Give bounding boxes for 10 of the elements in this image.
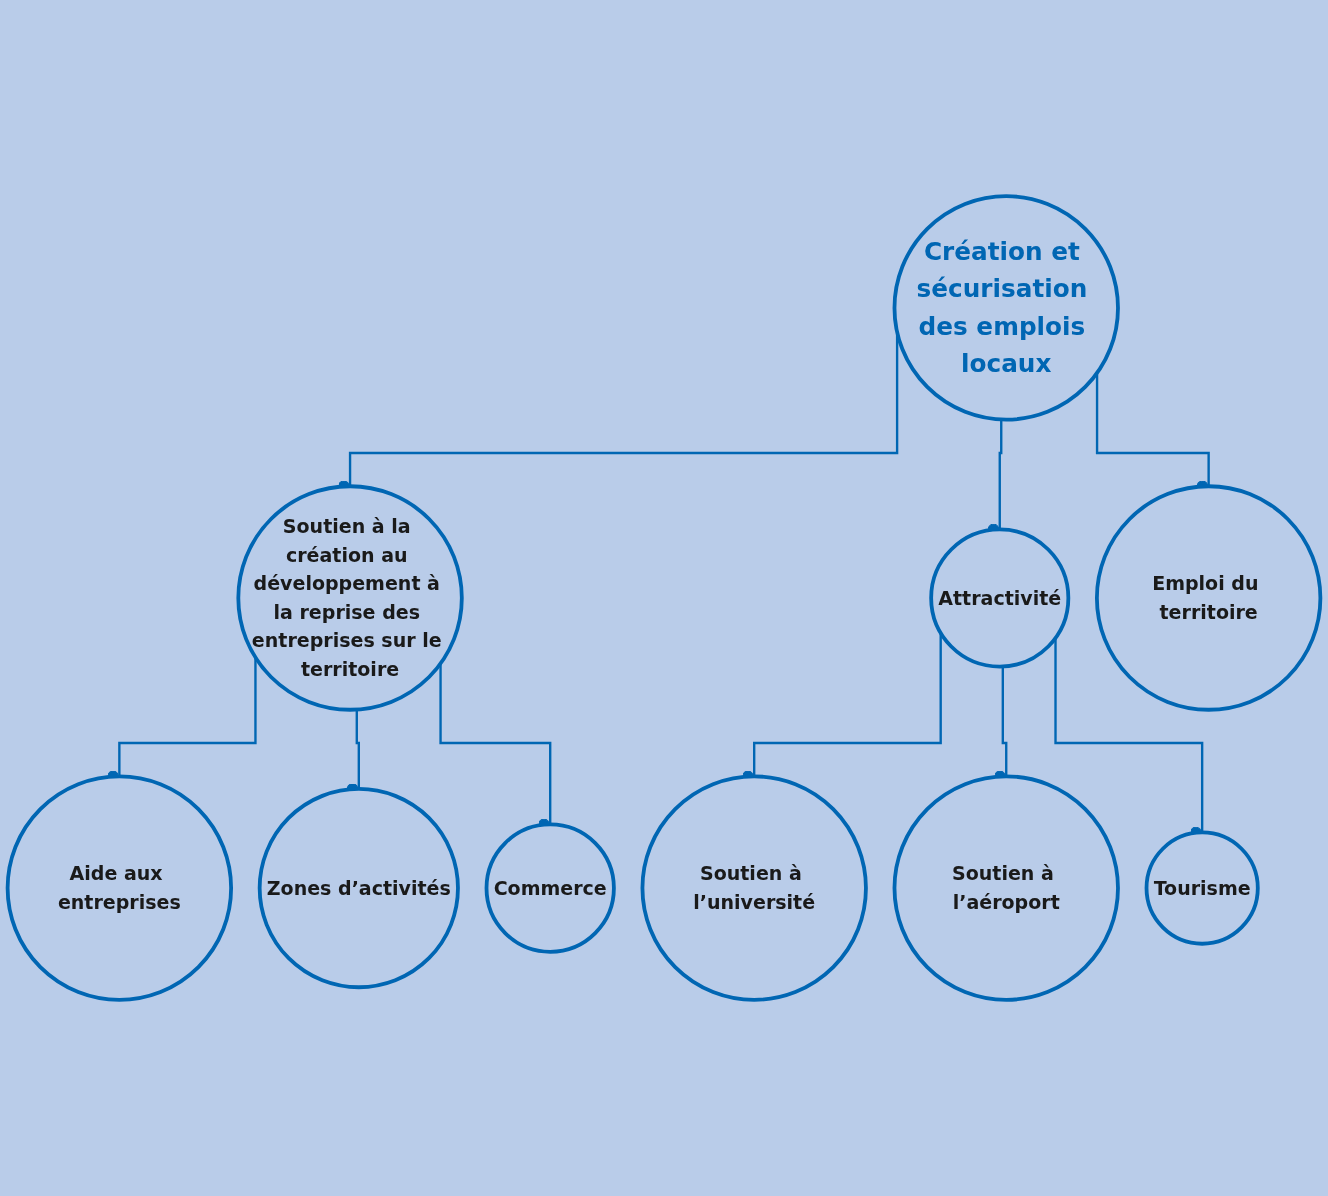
node-circle: Emploi du territoire (1095, 484, 1323, 712)
node-circle: Création et sécurisation des emplois locaux (892, 194, 1120, 422)
node-circle: Soutien à la création au développement à la reprise des entreprises sur le territoire (236, 484, 464, 712)
node-circle: Soutien à l’université (640, 774, 868, 1002)
node-circle: Attractivité (929, 527, 1071, 669)
node-circle: Commerce (484, 822, 616, 954)
node-circle: Tourisme (1144, 830, 1260, 946)
node-circle: Zones d’activités (257, 787, 460, 990)
node-circle: Aide aux entreprises (5, 774, 233, 1002)
node-circle: Soutien à l’aéroport (892, 774, 1120, 1002)
